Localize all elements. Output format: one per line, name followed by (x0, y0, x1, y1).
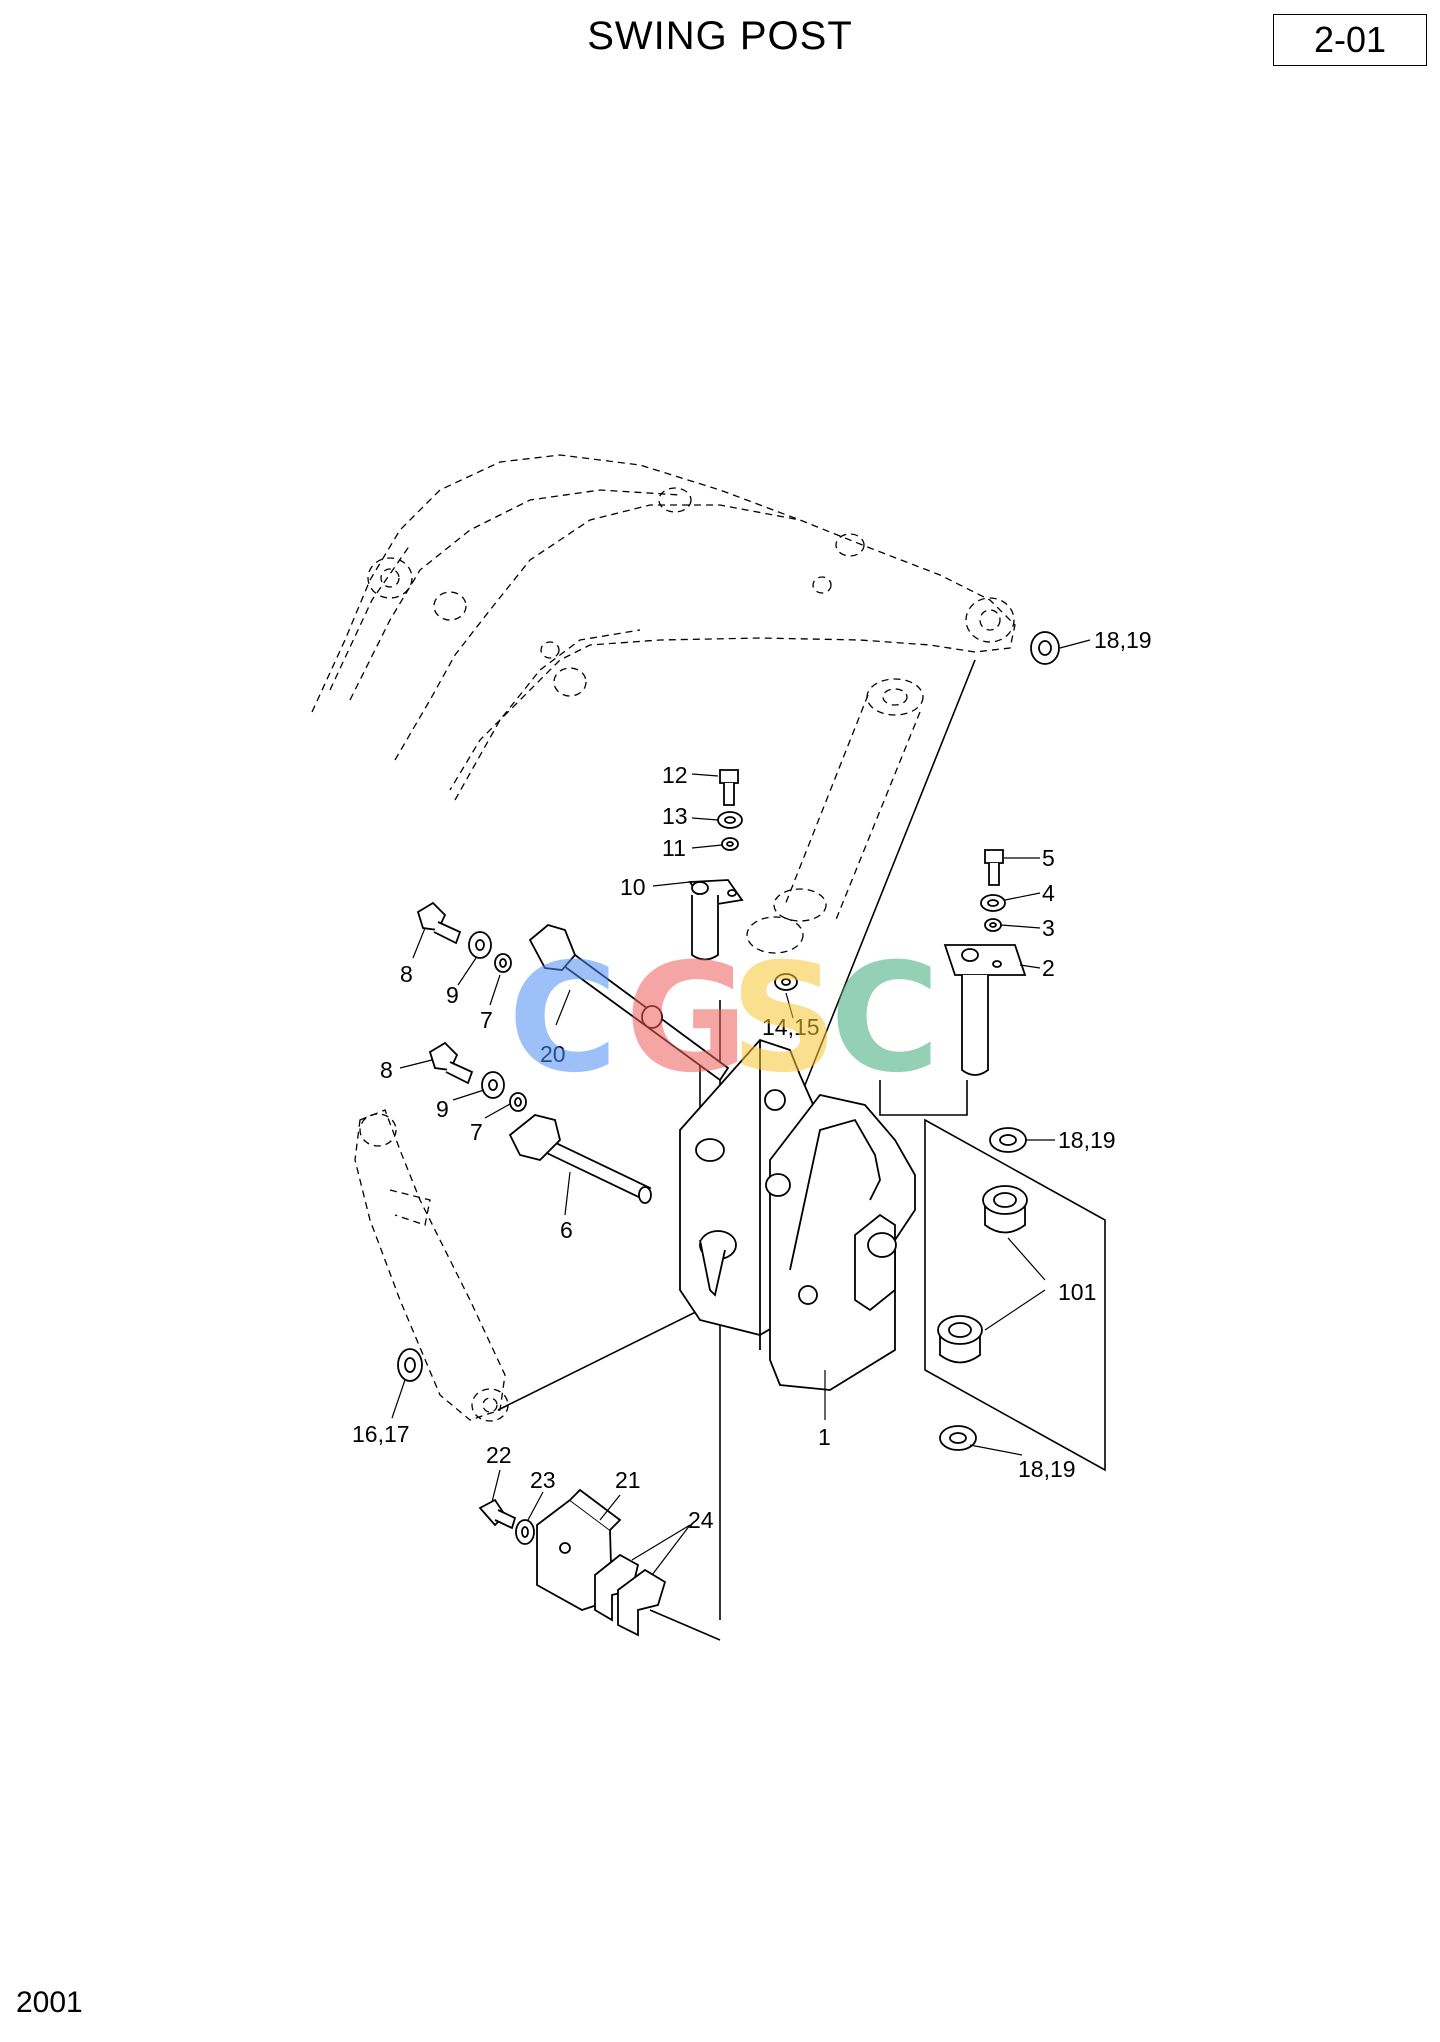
washer-7-lower (509, 1092, 527, 1112)
callout-5: 5 (1042, 845, 1055, 871)
bushing-101-lower (937, 1315, 983, 1364)
washer-13 (717, 811, 743, 829)
washer-7-upper (494, 953, 512, 973)
pin-10 (688, 879, 744, 961)
callout-11: 11 (662, 835, 686, 861)
shim-18-19-middle (989, 1127, 1027, 1153)
bolt-5 (984, 849, 1004, 886)
callout-18-19-top: 18,19 (1094, 627, 1152, 653)
callout-21: 21 (615, 1467, 641, 1493)
callout-16-17: 16,17 (352, 1421, 410, 1447)
callout-18-19-bottom: 18,19 (1018, 1456, 1076, 1482)
page-reference-box: 2-01 (1273, 14, 1427, 66)
callout-24: 24 (688, 1507, 714, 1533)
callout-101: 101 (1058, 1279, 1096, 1305)
swing-post-bracket (679, 1038, 916, 1391)
washer-4 (980, 894, 1006, 912)
callout-9-lower: 9 (436, 1096, 449, 1122)
pin-2 (943, 944, 1027, 1076)
callout-20: 20 (540, 1041, 566, 1067)
shim-16-17 (397, 1348, 423, 1382)
watermark-letter-2: G (625, 932, 748, 1106)
callout-7-lower: 7 (470, 1119, 483, 1145)
washer-23 (515, 1519, 535, 1545)
callout-labels: 18,19 12 13 11 10 5 4 3 2 8 9 7 20 14,15… (352, 627, 1152, 1533)
arm-phantom-outline (354, 1109, 509, 1422)
callout-13: 13 (662, 803, 688, 829)
watermark-letter-4: C (830, 932, 940, 1106)
pin-6 (508, 1114, 652, 1204)
cylinder-phantom-outline (746, 678, 924, 954)
watermark-letter-1: C (508, 932, 618, 1106)
watermark-letter-3: S (730, 932, 838, 1106)
bolt-12 (719, 769, 739, 806)
callout-1: 1 (818, 1424, 831, 1450)
callout-10: 10 (620, 874, 646, 900)
callout-2: 2 (1042, 955, 1055, 981)
pin-20 (528, 924, 730, 1082)
callout-8-upper: 8 (400, 961, 413, 987)
leader-lines (391, 639, 1091, 1576)
callout-12: 12 (662, 762, 688, 788)
callout-4: 4 (1042, 880, 1055, 906)
cgsc-watermark: C G S C (508, 932, 940, 1106)
wear-pad-24-lower (617, 1568, 667, 1637)
boom-phantom-outline (311, 454, 1016, 801)
callout-14-15: 14,15 (762, 1014, 820, 1040)
callout-23: 23 (530, 1467, 556, 1493)
footer-code: 2001 (16, 1986, 83, 2019)
bolt-22 (478, 1498, 517, 1530)
page-title: SWING POST (587, 14, 853, 58)
washer-9-upper (468, 931, 492, 959)
shim-18-19-top (1030, 631, 1060, 665)
washer-3 (984, 918, 1002, 932)
bolt-8-upper (416, 901, 462, 945)
washer-14-15 (774, 973, 798, 991)
callout-6: 6 (560, 1217, 573, 1243)
washer-11 (721, 837, 739, 851)
shim-18-19-bottom (939, 1425, 977, 1451)
bolt-8-lower (428, 1041, 474, 1085)
callout-22: 22 (486, 1442, 512, 1468)
callout-3: 3 (1042, 915, 1055, 941)
callout-18-19-middle: 18,19 (1058, 1127, 1116, 1153)
callout-9-upper: 9 (446, 982, 459, 1008)
callout-7-upper: 7 (480, 1007, 493, 1033)
bushing-101-upper (982, 1185, 1028, 1234)
callout-8-lower: 8 (380, 1057, 393, 1083)
washer-9-lower (481, 1071, 505, 1099)
